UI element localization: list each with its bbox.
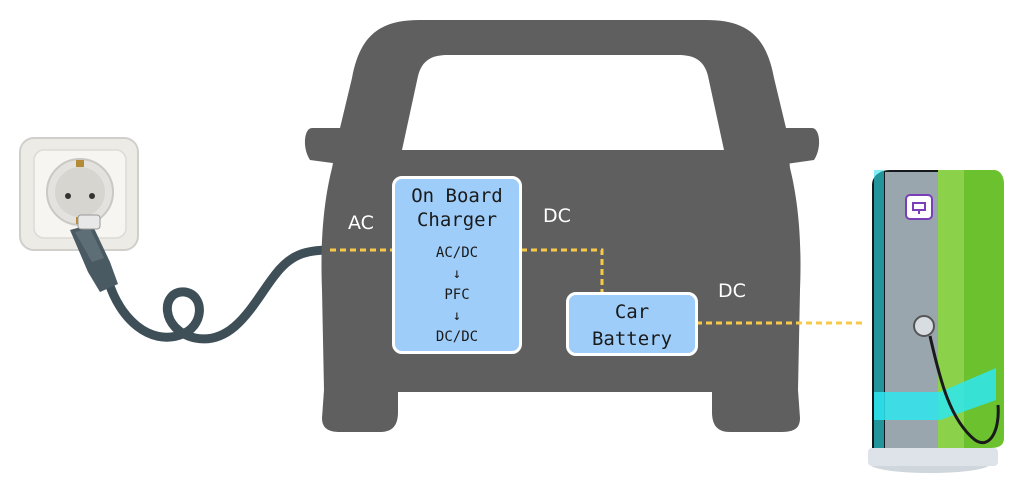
onboard-charger-title-line1: On Board: [411, 185, 503, 207]
plug-icon: [70, 214, 118, 292]
step-arrow-1: ↓: [452, 266, 462, 282]
car-battery-box: Car Battery: [566, 292, 698, 356]
step-ac-dc: AC/DC: [435, 245, 479, 261]
dc-label-charger: DC: [543, 205, 571, 227]
step-dc-dc: DC/DC: [435, 329, 479, 345]
ac-label: AC: [348, 212, 374, 234]
battery-line2: Battery: [591, 328, 673, 350]
charging-station-icon: [868, 170, 1004, 473]
onboard-charger-box: On Board Charger AC/DC ↓ PFC ↓ DC/DC: [392, 176, 522, 354]
charging-cable: [103, 245, 335, 344]
dc-line-charger-to-battery: [521, 248, 604, 296]
step-pfc: PFC: [444, 287, 470, 303]
dc-label-station: DC: [718, 280, 746, 302]
onboard-charger-title-line2: Charger: [416, 209, 498, 231]
power-lines: [330, 248, 866, 325]
battery-line1: Car: [614, 301, 650, 323]
step-arrow-2: ↓: [452, 308, 462, 324]
